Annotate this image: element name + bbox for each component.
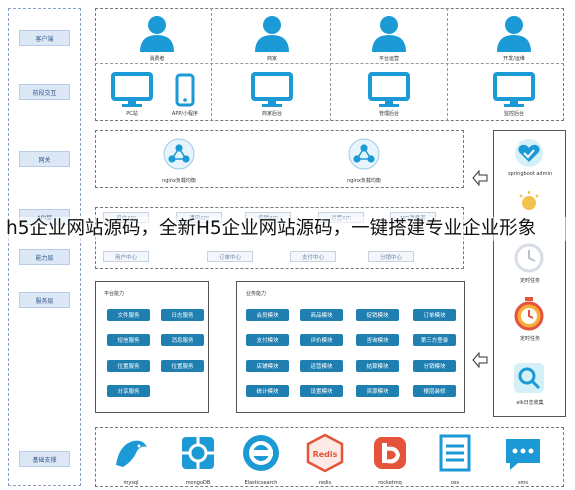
grid-line (211, 8, 212, 121)
client-caption-merchant: 商家 (266, 56, 277, 62)
infra-caption: mysql (123, 480, 139, 486)
client-frontend-box (95, 8, 564, 121)
layer-label-frontend: 前段交互 (19, 84, 70, 100)
platform-service: 消息服务 (161, 334, 204, 346)
business-module: 会员模块 (246, 309, 289, 321)
layer-column (8, 8, 81, 486)
frontend-caption-merchant: 商家后台 (261, 111, 282, 117)
sms-chat-icon (502, 433, 544, 473)
center-chip: 支付中心 (290, 251, 336, 262)
tool-caption: springboot admin (507, 171, 553, 177)
admin-monitor-icon (368, 72, 410, 108)
elasticsearch-icon (241, 433, 281, 473)
left-arrow-icon (472, 170, 488, 186)
platform-service: 文件服务 (107, 309, 150, 321)
business-module: 统计模块 (246, 385, 289, 397)
business-module: 订单模块 (413, 309, 456, 321)
pc-monitor-icon (111, 72, 153, 108)
platform-service: 日志服务 (161, 309, 204, 321)
client-caption-devops: 开发/运维 (503, 56, 525, 62)
layer-label-capability: 能力层 (19, 249, 70, 265)
business-module: 分销模块 (413, 360, 456, 372)
left-arrow-icon (472, 352, 488, 368)
gateway-box (95, 130, 464, 188)
heart-check-icon (514, 138, 544, 168)
infra-caption: Elasticsearch (244, 480, 278, 486)
oss-storage-icon (436, 433, 474, 473)
nginx-hub-icon (348, 138, 380, 170)
business-panel (236, 281, 465, 413)
grid-line (447, 8, 448, 121)
consumer-user-icon (137, 12, 177, 52)
infra-caption: mongoDB (185, 480, 211, 486)
infra-box (95, 427, 564, 487)
rocketmq-icon (370, 433, 410, 473)
client-divider (95, 63, 564, 64)
layer-label-service: 服务层 (19, 292, 70, 308)
devops-user-icon (494, 12, 534, 52)
center-chip: 订单中心 (207, 251, 253, 262)
platform-service: 分享服务 (107, 385, 150, 397)
tool-caption: 定时任务 (519, 278, 540, 284)
business-module: 设置模块 (300, 385, 343, 397)
platform-title: 平台能力 (104, 291, 125, 297)
monitor-monitor-icon (493, 72, 535, 108)
mobile-phone-icon (175, 73, 195, 107)
operator-user-icon (369, 12, 409, 52)
business-module: 促销模块 (356, 309, 399, 321)
frontend-caption-monitor: 监控后台 (503, 111, 524, 117)
business-module: 店铺模块 (246, 360, 289, 372)
business-module: 楼层装修 (413, 385, 456, 397)
business-module: 咨询模块 (356, 334, 399, 346)
business-module: 资源模块 (356, 385, 399, 397)
layer-label-gateway: 网关 (19, 151, 70, 167)
infra-caption: rocketmq (378, 480, 402, 486)
gateway-caption-1: nginx负载均衡 (162, 178, 196, 184)
center-chip: 用户中心 (103, 251, 149, 262)
business-module: 第三方登录 (413, 334, 456, 346)
business-module: 支付模块 (246, 334, 289, 346)
redis-stack-icon: Redis (304, 433, 346, 473)
clock-icon (512, 241, 546, 273)
merchant-user-icon (252, 12, 292, 52)
tool-caption: 定时任务 (519, 336, 540, 342)
overlay-headline: h5企业网站源码，全新H5企业网站源码，一键搭建专业企业形象 (6, 217, 571, 241)
business-module: 评价模块 (300, 334, 343, 346)
center-chip: 分销中心 (368, 251, 414, 262)
mongodb-cluster-icon (178, 433, 218, 473)
tool-caption: elk日志收集 (516, 400, 544, 406)
business-module: 结算模块 (356, 360, 399, 372)
platform-service: 短信服务 (107, 334, 150, 346)
grid-line (330, 8, 331, 121)
sun-icon (514, 190, 544, 212)
nginx-hub-icon (163, 138, 195, 170)
infra-caption: redis (318, 480, 332, 486)
frontend-caption-admin: 管理后台 (378, 111, 399, 117)
platform-service: 位置服务 (107, 360, 150, 372)
layer-label-client: 客户端 (19, 30, 70, 46)
frontend-caption-app: APP/小程序 (171, 111, 199, 117)
timer-icon (512, 296, 546, 332)
infra-caption: oss (450, 480, 460, 486)
frontend-caption-pc: PC站 (126, 111, 138, 117)
client-caption-consumer: 消费者 (149, 56, 165, 62)
infra-caption: sms (517, 480, 529, 486)
svg-text:Redis: Redis (313, 450, 338, 459)
business-module: 运营模块 (300, 360, 343, 372)
layer-label-infra: 基础支撑 (19, 451, 70, 467)
platform-service: 位置服务 (161, 360, 204, 372)
client-caption-operator: 平台运营 (378, 56, 399, 62)
business-module: 商品模块 (300, 309, 343, 321)
mysql-dolphin-icon (111, 433, 151, 473)
business-title: 业务能力 (246, 291, 267, 297)
tools-panel (493, 130, 566, 417)
search-log-icon (512, 361, 546, 395)
platform-panel (95, 281, 209, 413)
merchant-monitor-icon (251, 72, 293, 108)
gateway-caption-2: nginx负载均衡 (347, 178, 381, 184)
